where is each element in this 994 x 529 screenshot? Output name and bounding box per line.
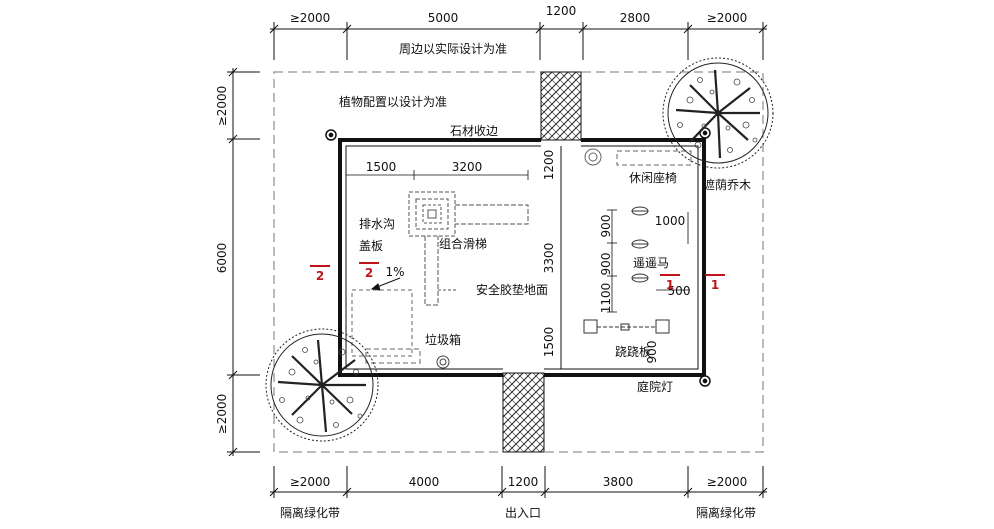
dim-top-5: ≥2000: [707, 11, 748, 25]
label-stone-edge: 石材收边: [450, 124, 498, 138]
label-combo-slide: 组合滑梯: [439, 236, 487, 251]
dim-inner-1200: 1200: [542, 150, 556, 181]
section-2-left-inner: 2: [365, 266, 373, 280]
dim-left-1: ≥2000: [215, 86, 229, 127]
bottom-entrance-paving: [502, 372, 545, 453]
section-1-right-outer: 1: [711, 278, 719, 292]
dim-seesaw-900: 900: [645, 341, 659, 364]
dim-top-3: 1200: [546, 4, 577, 18]
dim-bottom-5: ≥2000: [707, 475, 748, 489]
slope-arrow: [370, 277, 401, 291]
label-bench: 休闲座椅: [629, 170, 677, 185]
inner-dimension-lines: [345, 146, 690, 369]
dim-top-1: ≥2000: [290, 11, 331, 25]
dim-top-2: 5000: [428, 11, 459, 25]
section-1-right-inner: 1: [666, 278, 674, 292]
bottom-bench-outline: [365, 348, 421, 364]
label-drain-2: 盖板: [359, 239, 383, 253]
dim-left-3: ≥2000: [215, 394, 229, 435]
section-2-left-outer: 2: [316, 269, 324, 283]
light-post-icon: [325, 127, 711, 387]
dim-spring-1000: 1000: [655, 214, 686, 228]
label-trash-bin: 垃圾箱: [425, 332, 461, 347]
seesaw-icon: [583, 319, 670, 334]
label-shade-tree: 遮荫乔木: [703, 177, 751, 192]
label-rubber-floor: 安全胶垫地面: [476, 282, 548, 297]
dim-left-2: 6000: [215, 243, 229, 274]
label-slope: 1%: [385, 265, 404, 279]
left-dimension-line: [227, 67, 260, 457]
top-dimension-line: [269, 22, 768, 60]
dim-inner-1500: 1500: [366, 160, 397, 174]
dim-inner-3200: 3200: [452, 160, 483, 174]
label-green-belt-left: 隔离绿化带: [280, 505, 340, 520]
label-entrance: 出入口: [505, 506, 541, 520]
trash-bin-icon: [436, 355, 450, 369]
dim-bottom-2: 4000: [409, 475, 440, 489]
dim-inner-1500-v: 1500: [542, 327, 556, 358]
spring-rider-icon: [631, 206, 649, 283]
dim-inner-3300: 3300: [542, 243, 556, 274]
label-drain-1: 排水沟: [359, 217, 395, 231]
tree-canopy-dots: [279, 77, 758, 428]
stone-edging: [338, 138, 706, 377]
bench-icon: [584, 148, 692, 166]
label-planting-note: 植物配置以设计为准: [339, 94, 447, 109]
dim-bottom-4: 3800: [603, 475, 634, 489]
dim-top-4: 2800: [620, 11, 651, 25]
dim-spring-1100: 1100: [599, 283, 613, 314]
label-seesaw: 跷跷板: [615, 344, 651, 359]
dim-spring-900-a: 900: [599, 215, 613, 238]
dim-bottom-1: ≥2000: [290, 475, 331, 489]
label-perimeter-note: 周边以实际设计为准: [399, 41, 507, 56]
dim-spring-500: 500: [668, 284, 691, 298]
label-garden-light: 庭院灯: [637, 379, 673, 394]
bottom-dimension-line: [269, 466, 768, 498]
slide-icon: [408, 191, 529, 306]
section-marker-lines: [310, 262, 725, 276]
tree-icon: [265, 57, 774, 442]
label-green-belt-right: 隔离绿化带: [696, 505, 756, 520]
drain-cover: [351, 289, 413, 357]
label-spring-rider: 遥遥马: [633, 256, 669, 270]
dim-bottom-3: 1200: [508, 475, 539, 489]
dim-spring-900-b: 900: [599, 253, 613, 276]
top-entrance-paving: [540, 71, 582, 141]
